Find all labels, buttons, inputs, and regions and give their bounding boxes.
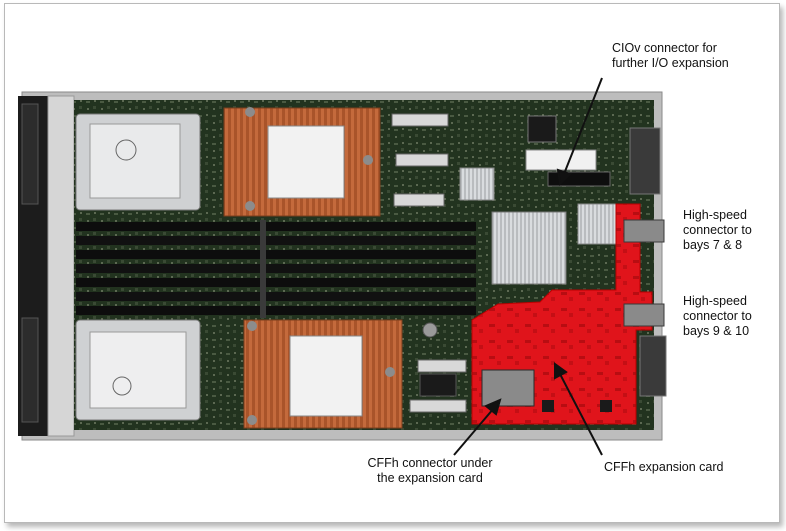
white-component xyxy=(525,149,597,171)
heatsink-screw xyxy=(247,321,257,331)
bezel-middle-rail xyxy=(47,95,75,437)
hard-drive-bottom-label xyxy=(89,331,187,409)
cffh-card-arrow-line xyxy=(559,373,603,456)
cffh-card-arrowhead xyxy=(554,362,568,380)
cpu-plate-bottom xyxy=(289,335,363,417)
cffh-card-label: CFFh expansion card xyxy=(604,460,724,474)
bezel-handle-bottom xyxy=(21,317,39,423)
drive-logo-top xyxy=(115,139,137,161)
right-side-connector-bottom xyxy=(639,335,667,397)
onboard-connector xyxy=(395,153,449,167)
heatsink-screw xyxy=(245,201,255,211)
chipset-heatsink xyxy=(577,203,619,245)
cffh-connector-label: CFFh connector under the expansion card xyxy=(367,456,493,485)
chipset-heatsink-large xyxy=(491,211,567,285)
bezel-handle-top xyxy=(21,103,39,205)
heatsink-screw xyxy=(247,415,257,425)
onboard-connector xyxy=(417,359,467,373)
high-speed-connector-bays-7-8-marker xyxy=(623,219,665,243)
ciov-connector xyxy=(547,171,611,187)
cffh-connector-marker xyxy=(481,369,535,407)
onboard-connector xyxy=(391,113,449,127)
right-side-connector xyxy=(629,127,661,195)
ciov-connector-label: CIOv connector for further I/O expansion xyxy=(612,41,729,70)
cffh-connector-arrowhead xyxy=(484,398,502,416)
cpu-plate-top xyxy=(267,125,345,199)
chipset-heatsink xyxy=(459,167,495,201)
heatsink-screw xyxy=(363,155,373,165)
high-speed-connector-bays-9-10-marker xyxy=(623,303,665,327)
ciov-arrowhead xyxy=(556,168,572,187)
heatsink-screw xyxy=(385,367,395,377)
hard-drive-top-label xyxy=(89,123,181,199)
cffh-expansion-card xyxy=(471,203,653,425)
heatsink-screw xyxy=(245,107,255,117)
high-speed-bays-7-8-label: High-speed connector to bays 7 & 8 xyxy=(683,208,752,252)
high-speed-bays-9-10-label: High-speed connector to bays 9 & 10 xyxy=(683,294,752,338)
chip xyxy=(419,373,457,397)
drive-logo-bottom xyxy=(112,376,132,396)
onboard-connector xyxy=(409,399,467,413)
card-mount-hole xyxy=(542,400,554,412)
chip xyxy=(527,115,557,143)
card-mount-hole xyxy=(600,400,612,412)
onboard-connector xyxy=(393,193,445,207)
capacitor xyxy=(422,322,438,338)
cffh-connector-arrow-line xyxy=(453,407,495,456)
dimm-slots xyxy=(76,220,476,318)
ciov-arrow-line xyxy=(563,77,603,175)
